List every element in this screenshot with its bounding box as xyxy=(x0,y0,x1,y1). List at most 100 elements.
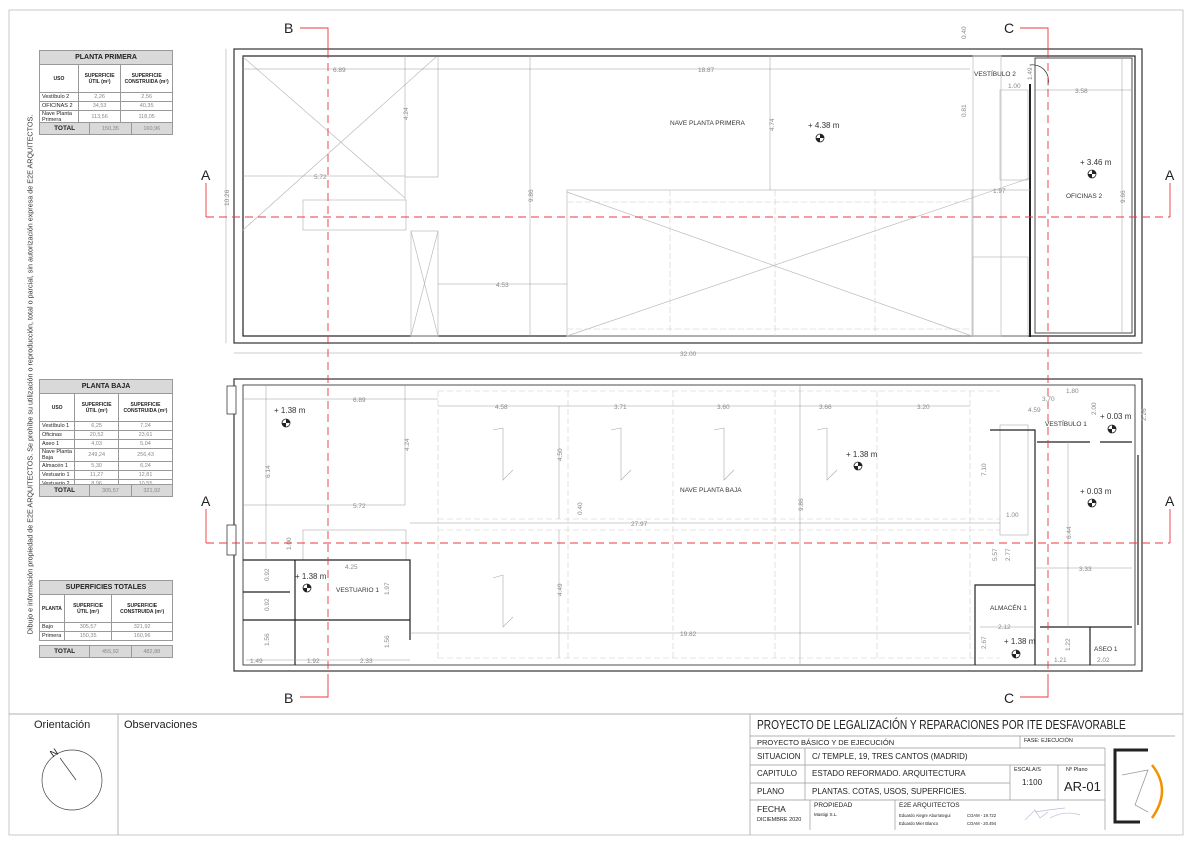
room-label: OFICINAS 2 xyxy=(1066,193,1103,200)
level-marker-icon xyxy=(302,583,312,593)
level-marker-icon xyxy=(1011,649,1021,659)
dimension-lines xyxy=(225,48,1143,354)
section-label-c: C xyxy=(1004,690,1014,706)
architect-2: Eduardo Mier Blanco xyxy=(899,821,939,826)
section-label-a: A xyxy=(1165,493,1175,509)
dimension-label: 4.49 xyxy=(557,583,564,596)
dimension-label: 3.66 xyxy=(819,404,832,411)
sheet-border xyxy=(8,9,1184,836)
dimension-label: 4.50 xyxy=(557,448,564,461)
column-header: SUPERFICIE CONSTRUIDA (m²) xyxy=(117,393,174,422)
dimension-label: 4.74 xyxy=(769,118,776,131)
level-marker-icon xyxy=(1107,424,1117,434)
nplano-value: AR-01 xyxy=(1064,779,1101,794)
section-label-a: A xyxy=(201,493,211,509)
inner-wall xyxy=(242,384,1136,666)
dimension-label: 1.00 xyxy=(286,537,293,550)
plan-linework xyxy=(302,424,1029,628)
plan-planta-baja: 6.89 4.58 3.71 3.60 3.66 3.20 4.24 6.14 … xyxy=(226,378,1148,672)
dimension-label: 6.89 xyxy=(353,397,366,404)
interior-walls xyxy=(243,429,1139,665)
dimension-label: 10.26 xyxy=(224,189,231,206)
office-outline xyxy=(1034,57,1133,334)
plan-linework xyxy=(242,55,1031,337)
propiedad-value: Mastigi S.L. xyxy=(814,812,838,817)
level-label: + 0.03 m xyxy=(1100,412,1132,421)
dimension-label: 0.92 xyxy=(264,598,271,611)
outer-wall xyxy=(233,48,1143,344)
level-marker-icon xyxy=(1087,169,1097,179)
level-marker-icon xyxy=(1087,498,1097,508)
architect-1-coam: COAM - 19.722 xyxy=(967,813,997,818)
door-swing xyxy=(1029,64,1049,86)
level-label: + 4.38 m xyxy=(808,121,840,130)
pillar xyxy=(226,385,237,415)
dimension-label: 4.59 xyxy=(1028,407,1041,414)
level-label: + 0.03 m xyxy=(1080,487,1112,496)
dimension-label: 1.00 xyxy=(1008,83,1021,90)
level-label: + 1.38 m xyxy=(846,450,878,459)
signature xyxy=(1024,807,1081,821)
dimension-label: 0.40 xyxy=(577,502,584,515)
project-title: PROYECTO DE LEGALIZACIÓN Y REPARACIONES … xyxy=(757,717,1126,732)
dimension-label: 1.49 xyxy=(1027,67,1034,80)
table-title: PLANTA PRIMERA xyxy=(39,50,173,65)
dimension-label: 3.33 xyxy=(1079,566,1092,573)
dimension-label: 19.82 xyxy=(680,631,697,638)
dimension-label: 2.33 xyxy=(360,658,373,665)
dimension-label: 2.02 xyxy=(1097,657,1110,664)
dimension-label: 4.58 xyxy=(495,404,508,411)
dimension-label: 6.44 xyxy=(1066,526,1073,539)
escala-value: 1:100 xyxy=(1022,778,1043,787)
pillar xyxy=(226,524,237,556)
dimension-label: 2.00 xyxy=(1091,402,1098,415)
dimension-label: 1.49 xyxy=(250,658,263,665)
e2e-logo xyxy=(1113,748,1164,824)
dimension-label: 2.67 xyxy=(981,636,988,649)
plan-planta-primera: 6.89 18.87 4.24 5.72 9.86 4.53 32.00 10.… xyxy=(224,26,1143,358)
architect-2-coam: COAM - 20.494 xyxy=(967,821,997,826)
dimension-label: 6.14 xyxy=(265,465,272,478)
room-label: VESTUARIO 1 xyxy=(336,587,379,594)
dimension-label: 1.92 xyxy=(307,658,320,665)
dimension-label: 0.40 xyxy=(961,26,968,39)
dimension-label: 3.20 xyxy=(917,404,930,411)
capitulo-value: ESTADO REFORMADO. ARQUITECTURA xyxy=(812,769,966,778)
room-label: NAVE PLANTA PRIMERA xyxy=(670,120,746,127)
structural-grid xyxy=(437,390,1000,659)
dimension-label: 6.89 xyxy=(333,67,346,74)
dimension-label: 2.26 xyxy=(1141,408,1148,421)
dimension-label: 1.97 xyxy=(384,582,391,595)
dimension-label: 2.12 xyxy=(998,624,1011,631)
dimension-label: 0.81 xyxy=(961,104,968,117)
column-header: PLANTA xyxy=(39,594,65,623)
dimension-label: 4.53 xyxy=(496,282,509,289)
room-label: ALMACÉN 1 xyxy=(990,603,1027,612)
section-label-a: A xyxy=(1165,167,1175,183)
dimension-label: 4.24 xyxy=(404,438,411,451)
dimension-label: 5.72 xyxy=(353,503,366,510)
plano-label: PLANO xyxy=(757,787,785,796)
north-label: N xyxy=(48,747,60,760)
dimension-label: 7.10 xyxy=(981,463,988,476)
dimension-label: 1.21 xyxy=(1054,657,1067,664)
dimension-label: 3.70 xyxy=(1042,396,1055,403)
situacion-value: C/ TEMPLE, 19, TRES CANTOS (MADRID) xyxy=(812,752,968,761)
architect-1: Eduardo Alegre Aburrategui xyxy=(899,813,951,818)
level-label: + 1.38 m xyxy=(274,406,306,415)
arquitectos-label: E2E ARQUITECTOS xyxy=(899,802,960,809)
section-label-a: A xyxy=(201,167,211,183)
dimension-label: 9.86 xyxy=(528,189,535,202)
propiedad-label: PROPIEDAD xyxy=(814,802,853,809)
section-label-c: C xyxy=(1004,20,1014,36)
room-label: VESTÍBULO 2 xyxy=(974,69,1016,78)
column-header: SUPERFICIE CONSTRUIDA (m²) xyxy=(111,594,173,623)
level-marker-icon xyxy=(281,418,291,428)
level-label: + 1.38 m xyxy=(1004,637,1036,646)
dimension-label: 18.87 xyxy=(698,67,715,74)
column-header: SUPERFICIE ÚTIL (m²) xyxy=(77,64,122,93)
north-compass-icon: N xyxy=(41,747,103,811)
